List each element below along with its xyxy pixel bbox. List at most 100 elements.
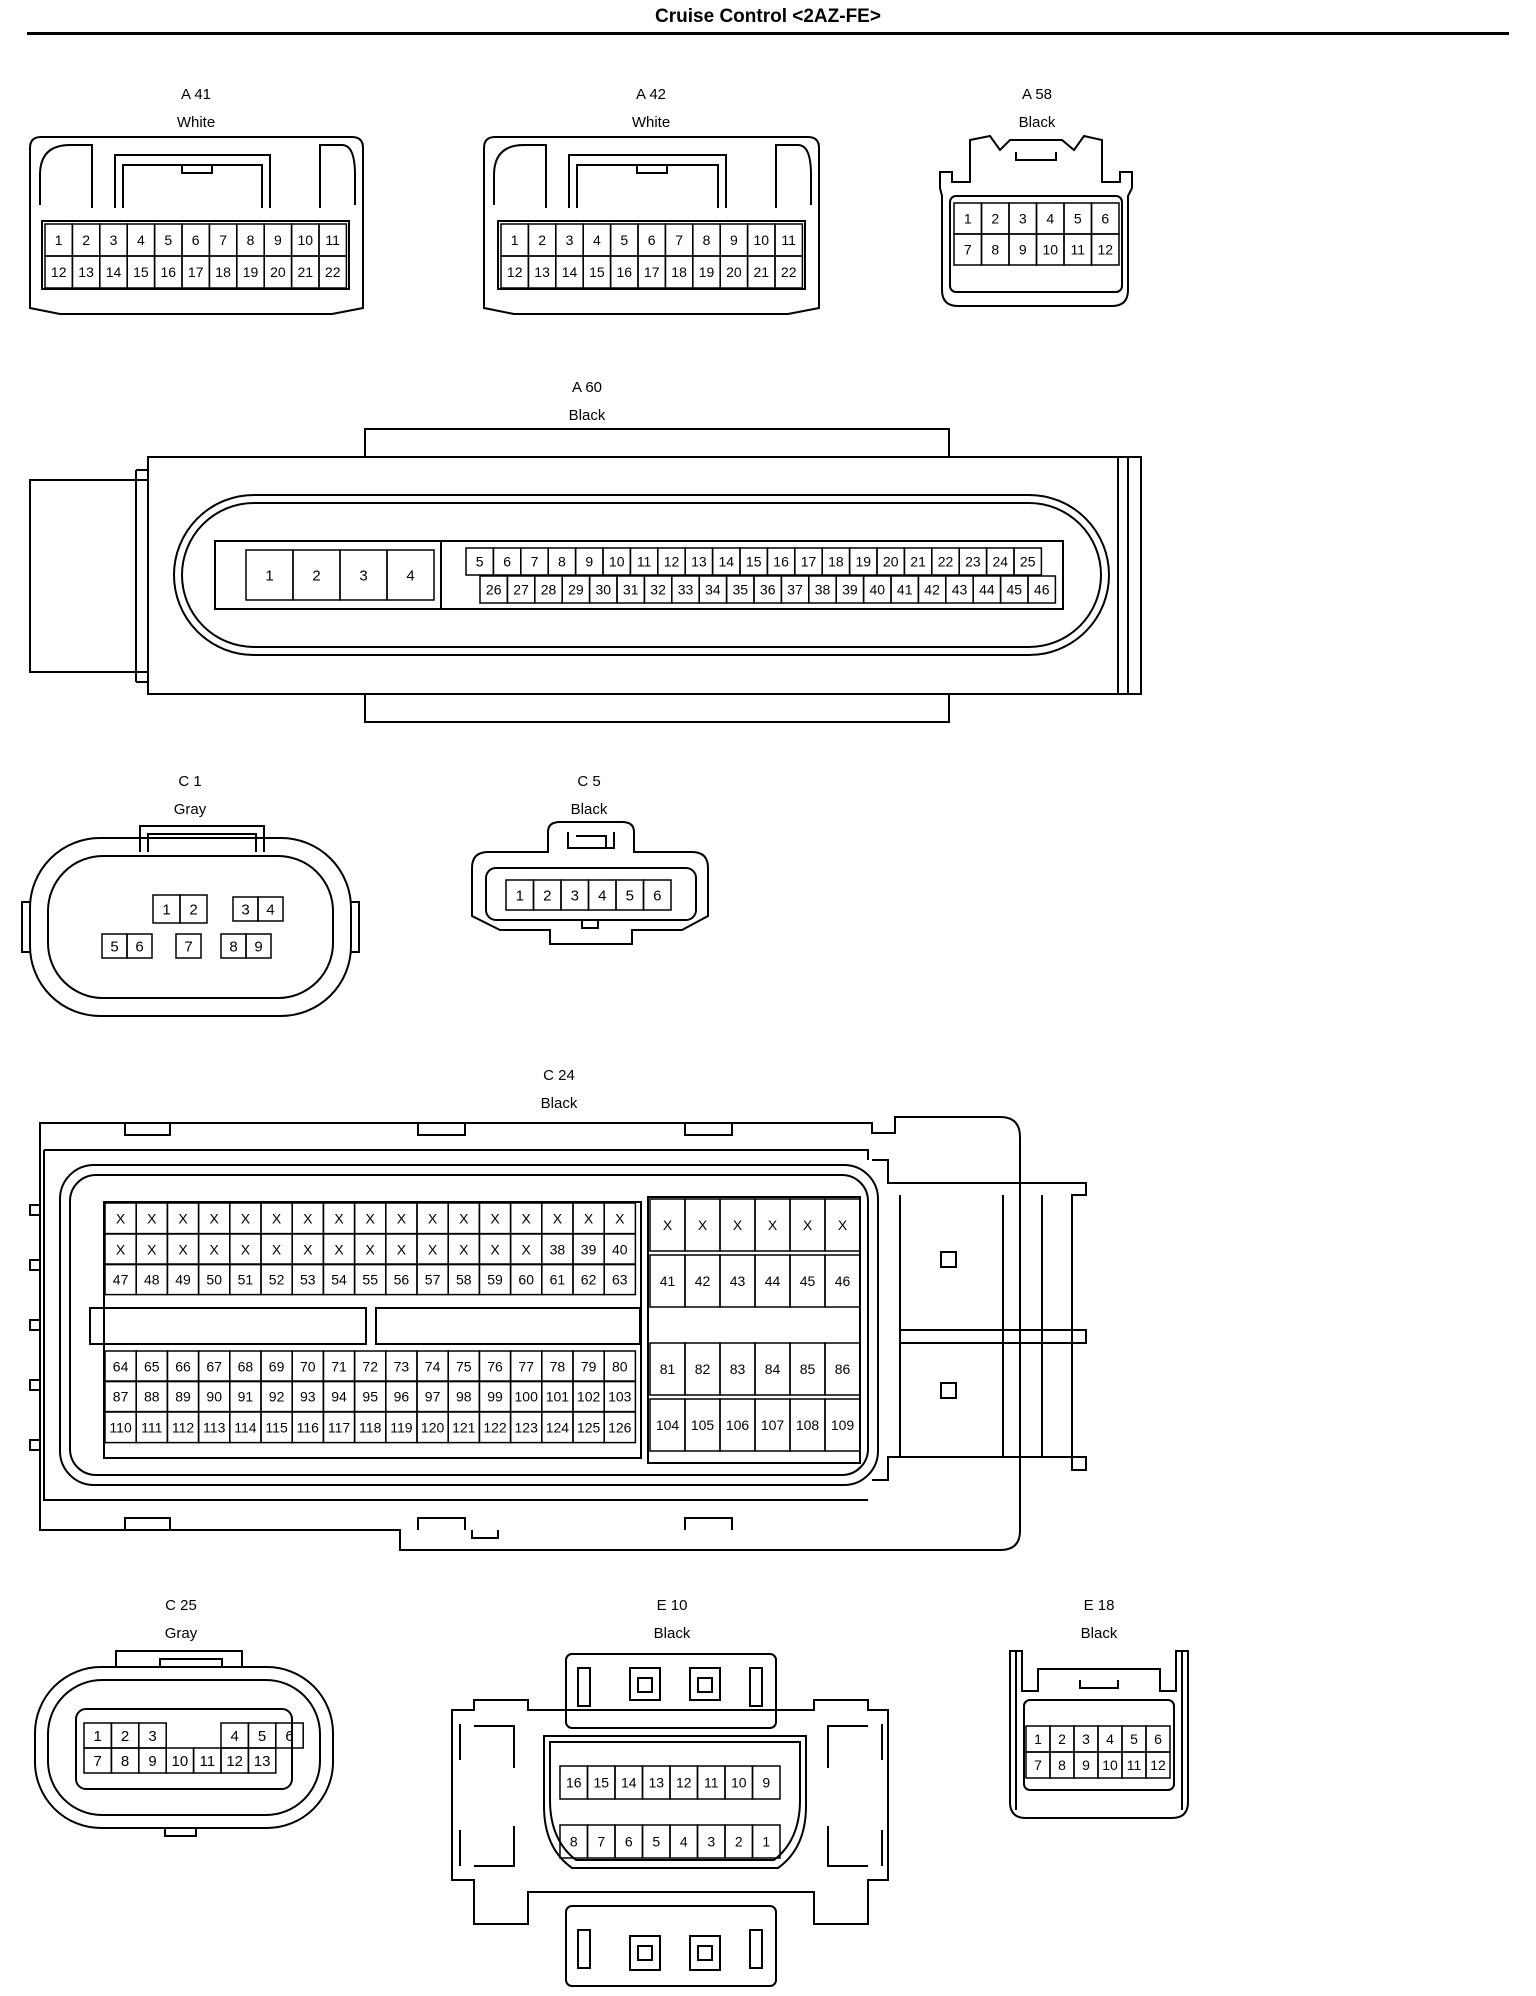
c1-pin-label: 2 <box>189 901 197 918</box>
connector-e18-color: Black <box>1081 1625 1118 1642</box>
c25-pin-label: 6 <box>285 1728 293 1745</box>
c24-pin-label: X <box>366 1241 376 1257</box>
connector-e10-trapezoid-face <box>549 1741 801 1861</box>
c24-right-pin-label: 109 <box>831 1417 855 1433</box>
c24-pin-label: X <box>459 1241 469 1257</box>
a60-pin-label: 29 <box>568 582 584 598</box>
connector-c24-code: C 24 <box>543 1067 575 1084</box>
c24-pin-label: 115 <box>265 1419 288 1435</box>
e10-pin-cell <box>751 1824 781 1859</box>
c24-pin-label: 92 <box>269 1388 285 1404</box>
a60-pin-label: 17 <box>801 554 817 570</box>
a60-pin-label: 12 <box>664 554 680 570</box>
title-rule <box>27 32 1509 35</box>
c5-pin-label: 1 <box>516 887 524 904</box>
c1-pin-label: 1 <box>162 901 170 918</box>
c1-pin-cell <box>245 933 272 959</box>
c24-right-pin-cell <box>824 1254 861 1308</box>
c24-pin-label: X <box>397 1210 407 1226</box>
a41-pin-label: 7 <box>219 232 227 248</box>
c24-right-pin-label: X <box>838 1217 848 1233</box>
connector-e10-top-clips <box>577 1667 763 1707</box>
a41-pin-cell <box>318 255 348 289</box>
a41-pin-label: 22 <box>325 264 341 280</box>
e10-pin-label: 2 <box>735 1834 743 1850</box>
page-title: Cruise Control <2AZ-FE> <box>655 6 881 27</box>
a42-pin-label: 2 <box>538 232 546 248</box>
a42-pin-label: 19 <box>699 264 715 280</box>
c24-pin-label: 55 <box>362 1271 378 1287</box>
connector-c24-slot-lower <box>940 1382 957 1399</box>
c24-pin-cell <box>603 1263 637 1296</box>
c24-pin-label: X <box>553 1210 563 1226</box>
c24-pin-label: 100 <box>515 1388 539 1404</box>
e10-pin-label: 12 <box>676 1775 692 1791</box>
connector-a60-code: A 60 <box>572 379 602 396</box>
c24-pin-label: 88 <box>144 1388 160 1404</box>
connector-c24-outer-face <box>59 1164 879 1486</box>
c25-pin-label: 1 <box>94 1728 102 1745</box>
a58-pin-label: 1 <box>964 211 972 227</box>
connector-a41-latch <box>39 144 356 208</box>
connector-a42-housing <box>483 136 820 315</box>
e10-pin-label: 14 <box>621 1775 637 1791</box>
connector-c25-bottom-tab <box>164 1828 197 1837</box>
a58-pin-label: 5 <box>1074 211 1082 227</box>
c24-right-pin-label: 104 <box>656 1417 680 1433</box>
c24-pin-label: 123 <box>515 1419 539 1435</box>
connector-a58-code: A 58 <box>1022 86 1052 103</box>
a42-pin-label: 22 <box>781 264 797 280</box>
c24-pin-label: 97 <box>425 1388 441 1404</box>
a60-pin-label: 27 <box>513 582 529 598</box>
c24-pin-label: 101 <box>546 1388 570 1404</box>
a41-pin-label: 8 <box>247 232 255 248</box>
c1-pin-cell <box>179 894 208 924</box>
a58-pin-label: 11 <box>1070 242 1085 258</box>
c24-pin-label: 70 <box>300 1358 316 1374</box>
a60-big-pin-label: 1 <box>265 567 273 584</box>
a60-pin-label: 23 <box>965 554 981 570</box>
a60-pin-label: 38 <box>815 582 831 598</box>
c25-pin-label: 5 <box>258 1728 266 1745</box>
c24-pin-label: 114 <box>234 1419 257 1435</box>
c24-pin-label: X <box>178 1241 188 1257</box>
connector-a60-pin-field <box>214 540 1064 610</box>
c24-pin-label: 94 <box>331 1388 347 1404</box>
a60-pin-label: 16 <box>773 554 789 570</box>
a60-pin-label: 25 <box>1020 554 1036 570</box>
a42-pin-label: 7 <box>675 232 683 248</box>
c24-pin-label: 61 <box>550 1271 566 1287</box>
connector-e10-bottom-block <box>565 1905 777 1987</box>
a42-pin-label: 12 <box>507 264 523 280</box>
connector-c24-right-block <box>647 1196 861 1464</box>
c24-right-pin-label: 82 <box>695 1361 711 1377</box>
a41-pin-label: 3 <box>110 232 118 248</box>
connector-a42-code: A 42 <box>636 86 666 103</box>
connector-c24-bosses <box>124 1123 733 1539</box>
connector-c25-code: C 25 <box>165 1597 197 1614</box>
c24-pin-label: 98 <box>456 1388 472 1404</box>
e10-pin-label: 15 <box>593 1775 609 1791</box>
c24-pin-label: X <box>522 1241 532 1257</box>
a58-pin-label: 9 <box>1019 242 1027 258</box>
connector-a60-outer-face <box>173 494 1110 656</box>
a60-big-pin-label: 3 <box>359 567 367 584</box>
e10-pin-label: 8 <box>570 1834 578 1850</box>
a42-pin-label: 18 <box>671 264 687 280</box>
connector-a42-color: White <box>632 114 670 131</box>
a60-pin-label: 11 <box>637 554 652 570</box>
connector-e18-housing <box>1009 1650 1189 1819</box>
e18-pin-label: 8 <box>1058 1757 1066 1773</box>
connector-a58-housing <box>939 134 1133 307</box>
c24-pin-label: 124 <box>546 1419 570 1435</box>
a42-pin-label: 15 <box>589 264 605 280</box>
